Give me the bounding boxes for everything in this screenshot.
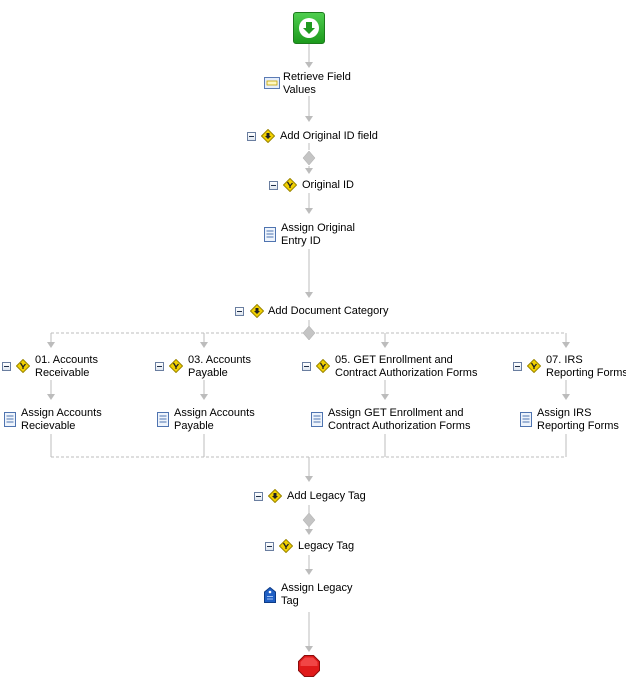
collapse-toggle[interactable]	[265, 542, 274, 551]
branch2-rule-line1: 03. Accounts	[188, 354, 251, 366]
original-id-label: Original ID	[302, 179, 354, 191]
collapse-toggle[interactable]	[254, 492, 263, 501]
branch1-assign-line1: Assign Accounts	[21, 407, 102, 419]
branch3-rule-line1: 05. GET Enrollment and	[335, 354, 453, 366]
collapse-toggle[interactable]	[269, 181, 278, 190]
add-original-id-label: Add Original ID field	[280, 130, 378, 142]
form-field-icon	[264, 77, 280, 89]
add-legacy-tag-label: Add Legacy Tag	[287, 490, 366, 502]
collapse-toggle[interactable]	[302, 362, 311, 371]
document-icon	[520, 412, 532, 427]
collapse-toggle[interactable]	[513, 362, 522, 371]
assign-original-label-line2: Entry ID	[281, 235, 321, 247]
branch1-rule-line2: Receivable	[35, 367, 90, 379]
collapse-toggle[interactable]	[235, 307, 244, 316]
start-arrow-down-icon	[299, 18, 319, 38]
stop-octagon-icon[interactable]	[298, 655, 320, 677]
collapse-toggle[interactable]	[247, 132, 256, 141]
document-icon	[157, 412, 169, 427]
branch4-assign-line2: Reporting Forms	[537, 420, 619, 432]
start-node[interactable]	[293, 12, 325, 44]
conditional-diamond-icon	[250, 304, 264, 318]
rule-diamond-icon	[16, 359, 30, 373]
branch4-rule-line1: 07. IRS	[546, 354, 583, 366]
branch2-rule-line2: Payable	[188, 367, 228, 379]
document-icon	[264, 227, 276, 242]
rule-diamond-icon	[169, 359, 183, 373]
rule-diamond-icon	[283, 178, 297, 192]
document-icon	[311, 412, 323, 427]
add-document-category-label: Add Document Category	[268, 305, 389, 317]
assign-legacy-label-line2: Tag	[281, 595, 299, 607]
branch4-rule-line2: Reporting Forms	[546, 367, 626, 379]
rule-diamond-icon	[316, 359, 330, 373]
conditional-diamond-icon	[268, 489, 282, 503]
branch2-assign-line1: Assign Accounts	[174, 407, 255, 419]
rule-diamond-icon	[527, 359, 541, 373]
assign-legacy-label-line1: Assign Legacy	[281, 582, 353, 594]
legacy-tag-label: Legacy Tag	[298, 540, 355, 552]
document-icon	[4, 412, 16, 427]
tag-icon	[264, 587, 276, 603]
assign-original-label-line1: Assign Original	[281, 222, 355, 234]
branch1-rule-line1: 01. Accounts	[35, 354, 98, 366]
retrieve-label-line1: Retrieve Field	[283, 71, 351, 83]
branch3-assign-line1: Assign GET Enrollment and	[328, 407, 464, 419]
branch4-assign-line1: Assign IRS	[537, 407, 592, 419]
branch1-assign-line2: Recievable	[21, 420, 76, 432]
branch3-assign-line2: Contract Authorization Forms	[328, 420, 471, 432]
branch3-rule-line2: Contract Authorization Forms	[335, 367, 478, 379]
conditional-diamond-icon	[261, 129, 275, 143]
branch2-assign-line2: Payable	[174, 420, 214, 432]
collapse-toggle[interactable]	[155, 362, 164, 371]
retrieve-label-line2: Values	[283, 84, 316, 96]
rule-diamond-icon	[279, 539, 293, 553]
collapse-toggle[interactable]	[2, 362, 11, 371]
